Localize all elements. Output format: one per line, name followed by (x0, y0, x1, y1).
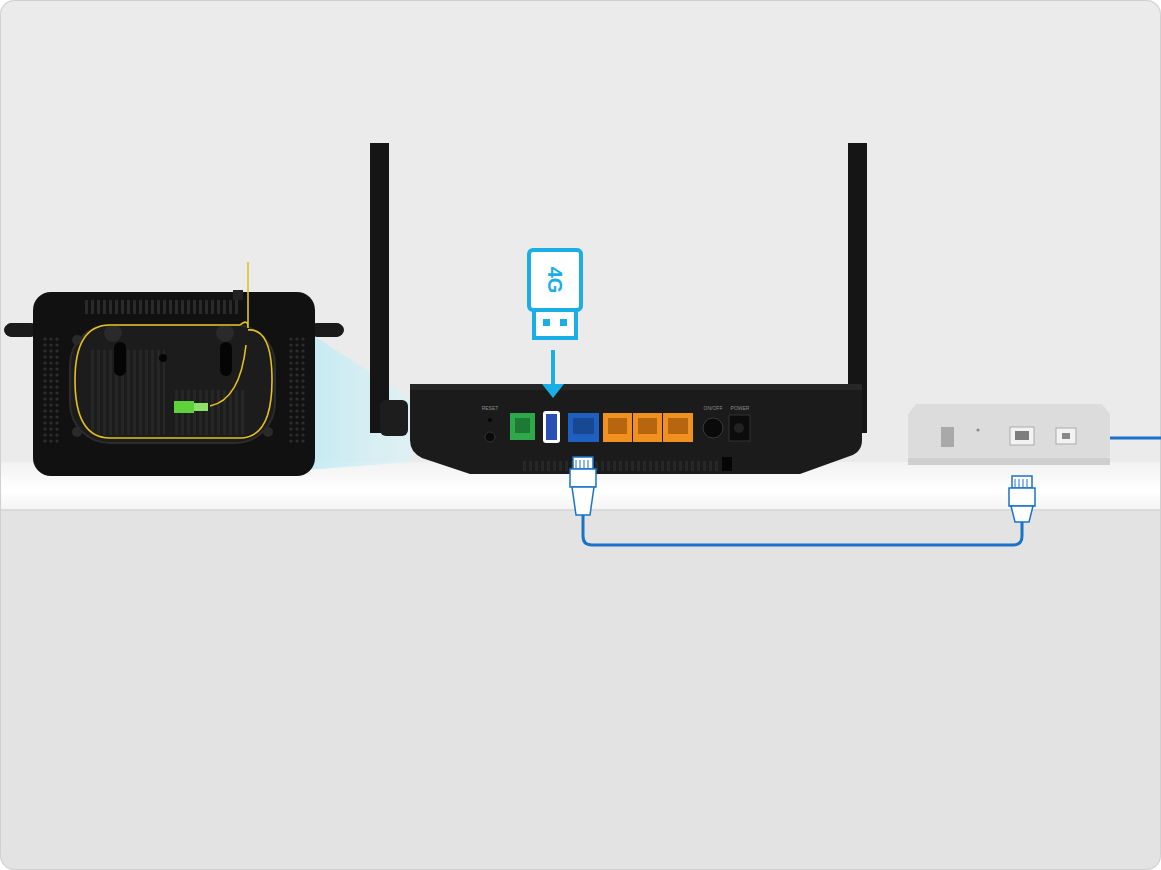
port-label: ON/OFF (704, 405, 723, 411)
port-label: POWER (731, 405, 750, 411)
ethernet-cable (570, 457, 1035, 545)
router-bottom-view (4, 262, 344, 476)
ont-box (908, 404, 1161, 465)
usb-plug (534, 310, 576, 338)
port-label: RESET (482, 405, 499, 411)
usb-dongle: 4G (527, 248, 583, 312)
highlight (305, 330, 412, 470)
insert-arrow (542, 350, 564, 398)
device-label: 4G (545, 267, 565, 294)
router-body (410, 384, 862, 474)
